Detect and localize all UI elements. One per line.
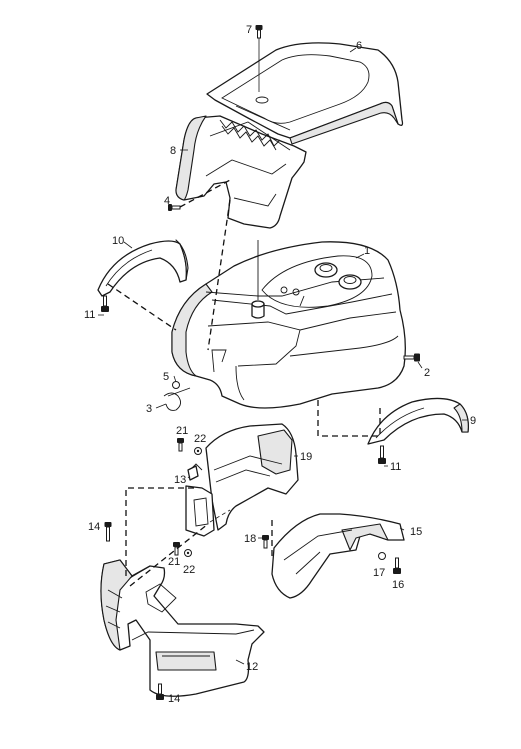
- callout-9: 9: [470, 415, 476, 427]
- callout-6: 6: [356, 40, 362, 52]
- callout-18: 18: [244, 533, 256, 545]
- callout-13: 13: [174, 474, 186, 486]
- callout-21-upper: 21: [176, 425, 188, 437]
- callout-labels: 7 6 8 4 10 1 11 2 5 3 9 21 22 19 11 13 1…: [84, 24, 476, 705]
- screw-14-bottom[interactable]: [156, 683, 164, 700]
- callout-10: 10: [112, 235, 124, 247]
- part-12-lower-front-cover[interactable]: [100, 559, 265, 697]
- assembly-line-10-to-1: [107, 283, 177, 331]
- screw-16[interactable]: [393, 557, 401, 574]
- part-5-washer[interactable]: [172, 381, 180, 389]
- screw-11-right[interactable]: [378, 445, 386, 464]
- callout-1: 1: [364, 245, 370, 257]
- washer-22-upper[interactable]: [194, 447, 202, 455]
- callout-22-lower: 22: [183, 564, 195, 576]
- callout-15: 15: [410, 526, 422, 538]
- part-3-clip[interactable]: [163, 387, 191, 411]
- callout-19: 19: [300, 451, 312, 463]
- screw-7[interactable]: [255, 25, 263, 92]
- screw-21-upper[interactable]: [177, 438, 184, 452]
- callout-8: 8: [170, 145, 176, 157]
- part-9-right-trim[interactable]: [367, 397, 469, 445]
- callout-12: 12: [246, 661, 258, 673]
- callout-11-right: 11: [390, 461, 401, 473]
- part-10-left-trim[interactable]: [97, 239, 189, 297]
- screw-2[interactable]: [403, 353, 420, 362]
- part-8-rear-panel[interactable]: [175, 115, 307, 229]
- callout-3: 3: [146, 403, 152, 415]
- callout-2: 2: [424, 367, 430, 379]
- assembly-line-9-to-1: [317, 400, 381, 437]
- part-19-rear-inner-fender[interactable]: [185, 423, 299, 537]
- callout-21-lower: 21: [168, 556, 180, 568]
- callout-17: 17: [373, 567, 385, 579]
- part-6-top-cover[interactable]: [206, 42, 404, 145]
- callout-7: 7: [246, 24, 252, 36]
- screw-21-lower[interactable]: [173, 542, 180, 556]
- part-1-main-body[interactable]: [171, 240, 406, 409]
- screw-4[interactable]: [168, 179, 231, 211]
- screw-11-left[interactable]: [101, 295, 109, 312]
- assembly-line-12-to-19-b: [129, 523, 209, 587]
- callout-5: 5: [163, 371, 169, 383]
- callout-11-left: 11: [84, 309, 95, 321]
- callout-22-upper: 22: [194, 433, 206, 445]
- assembly-line-8-to-1: [207, 199, 231, 351]
- callout-4: 4: [164, 195, 170, 207]
- screw-18[interactable]: [262, 535, 269, 549]
- leader-lines: [98, 47, 468, 665]
- callout-14-bottom: 14: [168, 693, 180, 705]
- assembly-line-12-to-19: [125, 487, 196, 576]
- part-13-bracket[interactable]: [187, 465, 199, 481]
- washer-22-lower[interactable]: [184, 549, 192, 557]
- callout-14-top: 14: [88, 521, 100, 533]
- washer-17[interactable]: [378, 552, 386, 560]
- callout-16: 16: [392, 579, 404, 591]
- screw-14-top[interactable]: [104, 522, 112, 542]
- part-15-right-inner-fender[interactable]: [271, 513, 405, 599]
